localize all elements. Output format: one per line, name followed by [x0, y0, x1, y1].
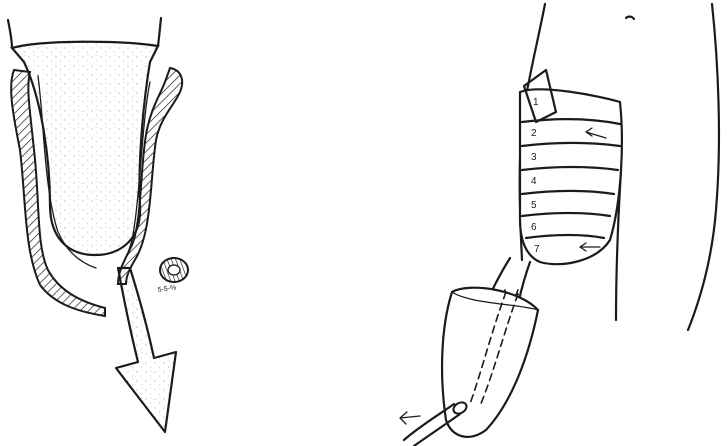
thigh-outline-right: [688, 4, 719, 330]
wrap-number-2: 2: [531, 128, 537, 139]
bandaging-illustration: 1 2 3 4 5 6 7: [400, 4, 719, 446]
wrap-number-4: 4: [531, 176, 537, 187]
valve: 5-5-%: [157, 258, 188, 294]
wrap-number-5: 5: [531, 200, 537, 211]
socket-cross-section: 5-5-%: [8, 18, 188, 432]
pull-direction-arrow: [400, 412, 420, 424]
valve-label: 5-5-%: [157, 284, 176, 294]
pull-sleeve: [442, 288, 538, 437]
wrap-number-7: 7: [534, 244, 540, 255]
wrap-number-3: 3: [531, 152, 537, 163]
wrap-number-6: 6: [531, 222, 537, 233]
wrap-number-1: 1: [533, 97, 539, 108]
